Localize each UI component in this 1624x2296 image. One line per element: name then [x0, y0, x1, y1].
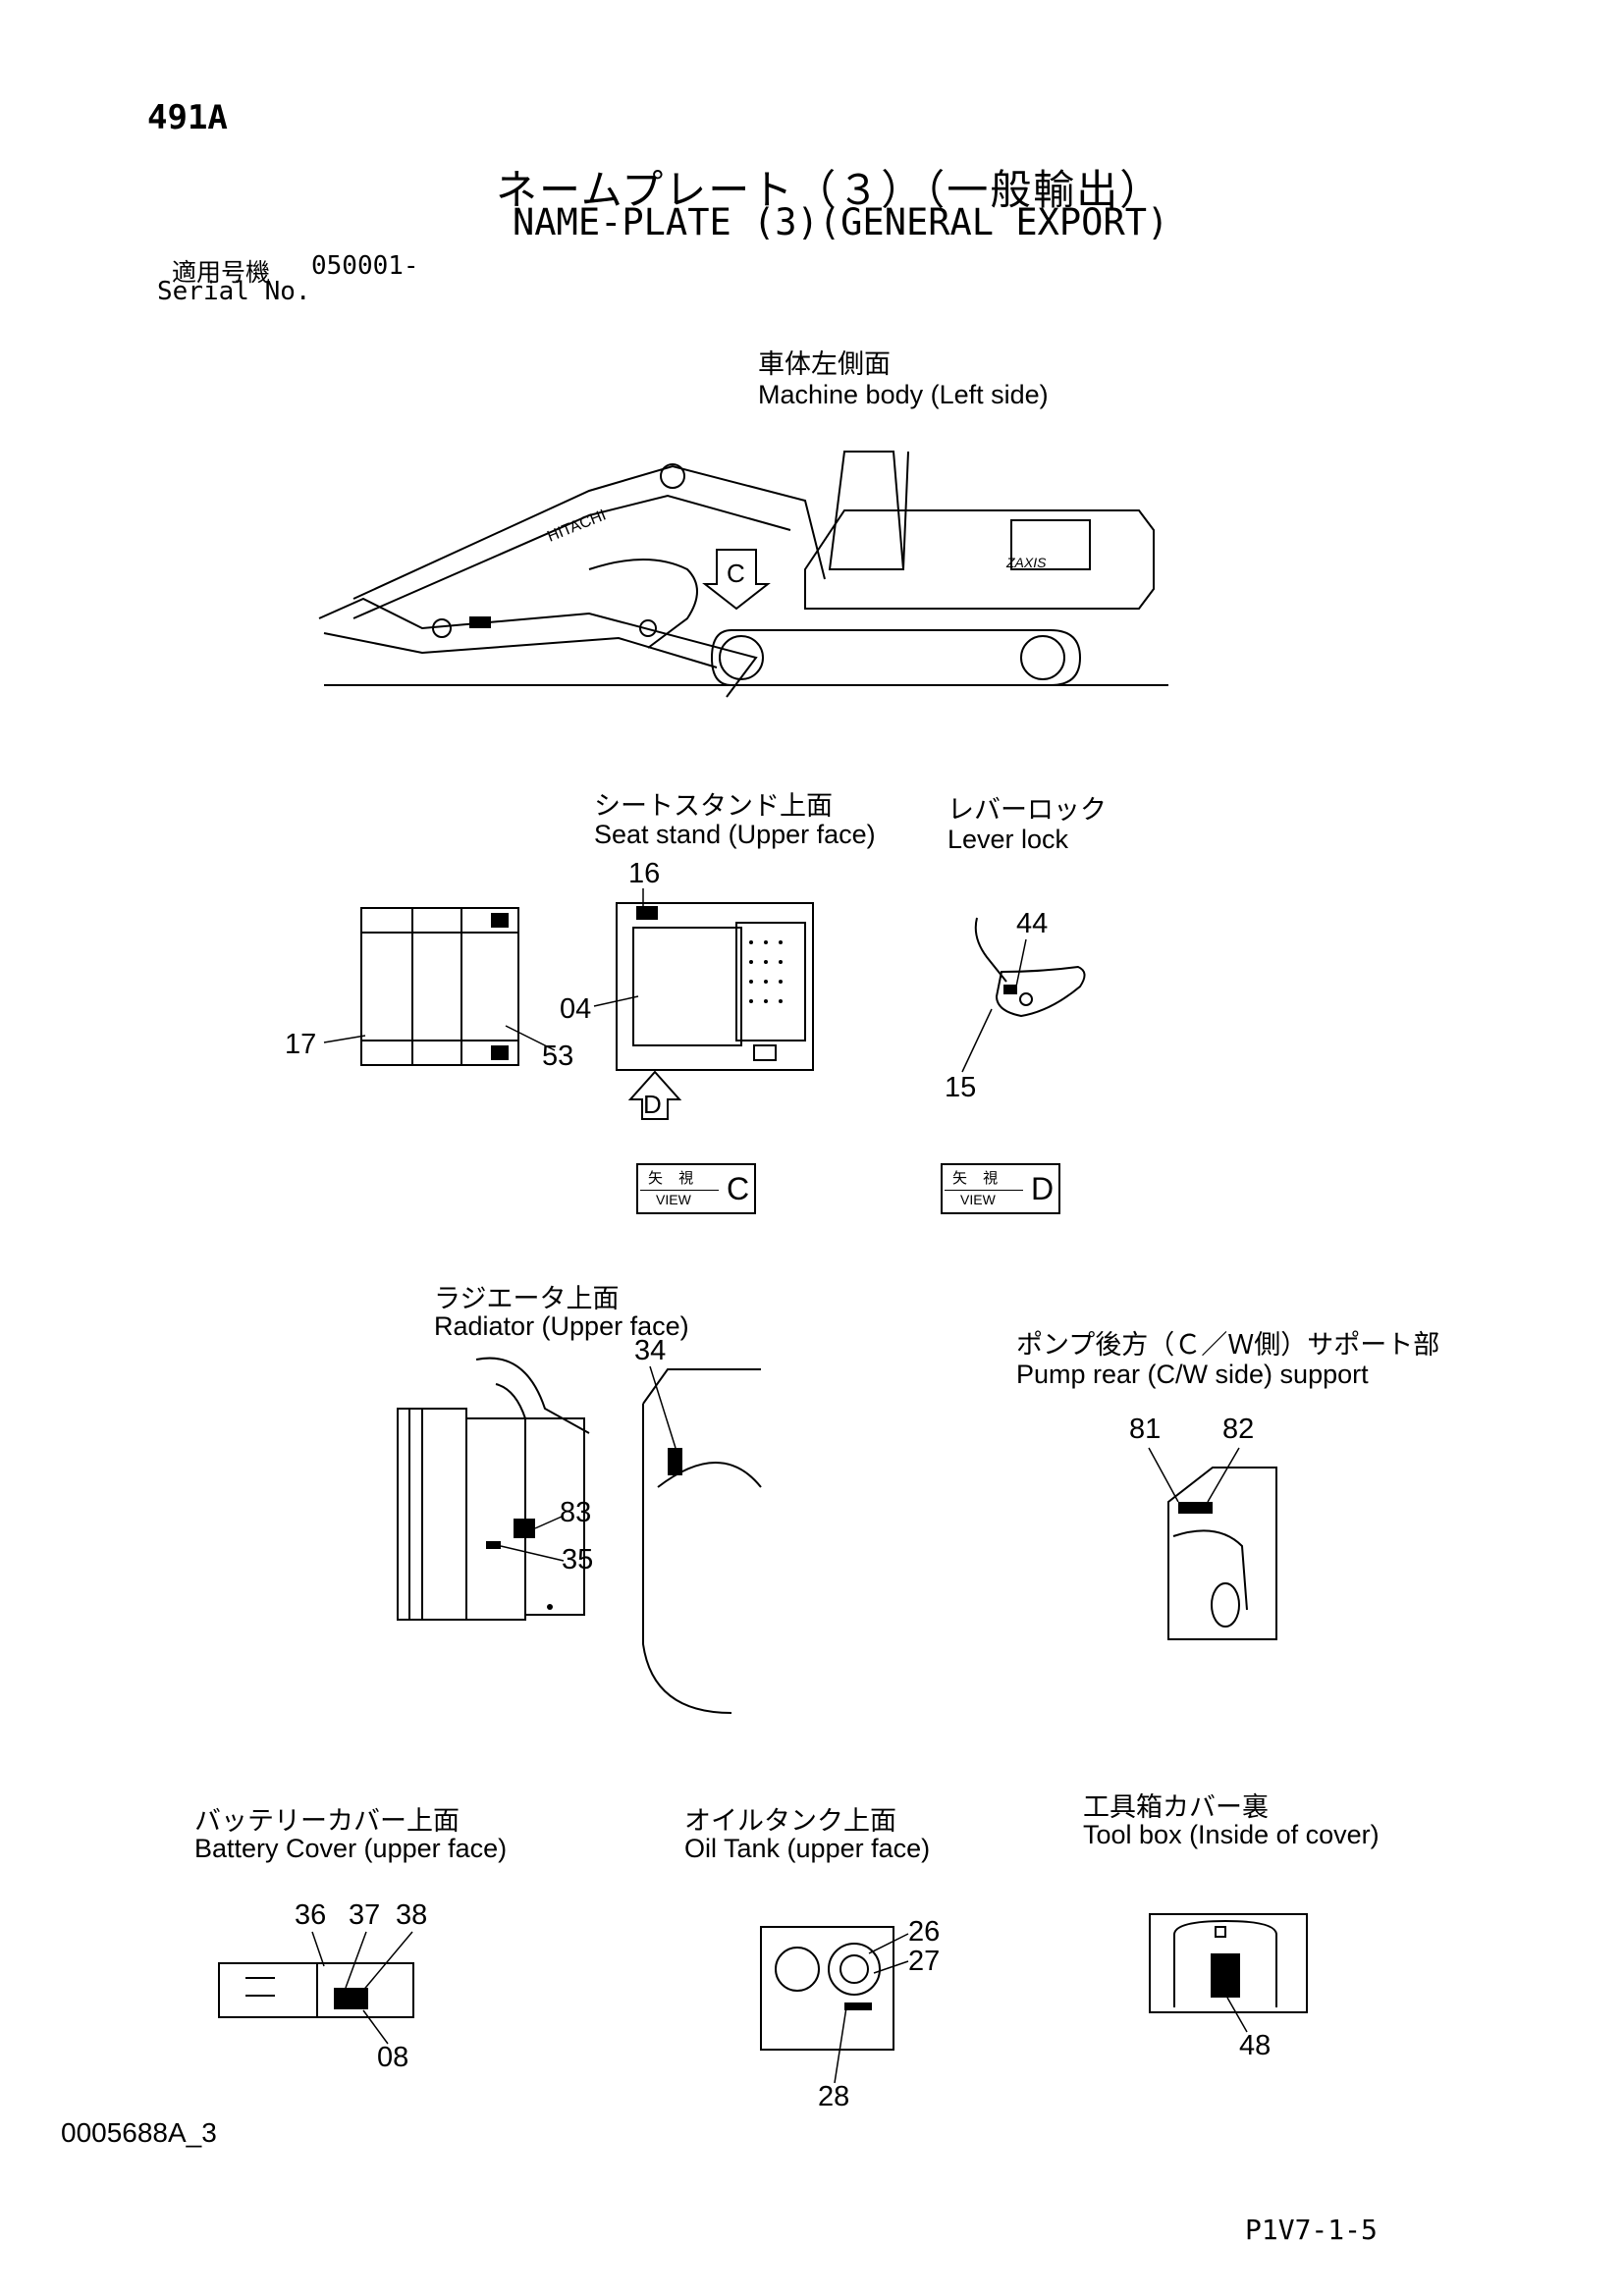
callout-83: 83 [560, 1497, 592, 1528]
seat-stand-top-drawing [609, 888, 815, 1075]
oil-tank-drawing [756, 1922, 898, 2055]
tool-box-title-en: Tool box (Inside of cover) [1083, 1820, 1380, 1849]
view-c-arrow-letter: C [727, 559, 745, 588]
page-title-jp: ネームプレート（３）（一般輸出） [496, 167, 1164, 213]
callout-08: 08 [377, 2042, 409, 2073]
view-c-en: VIEW [656, 1192, 691, 1207]
callout-35: 35 [562, 1544, 594, 1575]
callout-37: 37 [349, 1899, 381, 1931]
view-d-box: 矢 視 VIEW D [941, 1163, 1060, 1214]
machine-body-title-en: Machine body (Left side) [758, 380, 1049, 409]
callout-26: 26 [908, 1916, 941, 1948]
tool-box-title-jp: 工具箱カバー裏 [1083, 1792, 1269, 1822]
oil-tank-title-jp: オイルタンク上面 [684, 1806, 896, 1836]
callout-48: 48 [1239, 2030, 1272, 2061]
doc-number: 0005688A_3 [61, 2117, 217, 2148]
view-d-letter: D [1031, 1171, 1055, 1206]
page-title-en: NAME-PLATE (3)(GENERAL EXPORT) [513, 201, 1169, 243]
oil-tank-title-en: Oil Tank (upper face) [684, 1834, 931, 1863]
callout-28: 28 [818, 2081, 850, 2112]
battery-cover-title-jp: バッテリーカバー上面 [194, 1806, 460, 1836]
callout-44: 44 [1016, 908, 1049, 939]
page-ref: P1V7-1-5 [1245, 2214, 1378, 2246]
view-c-arrow-icon [705, 550, 768, 609]
view-c-letter: C [727, 1171, 750, 1206]
machine-body-title-jp: 車体左側面 [758, 349, 891, 379]
radiator-drawing [388, 1350, 781, 1713]
radiator-title-en: Radiator (Upper face) [434, 1311, 689, 1341]
callout-82: 82 [1222, 1414, 1255, 1445]
page-code: 491A [147, 98, 228, 137]
model-mark-label: ZAXIS [1005, 555, 1047, 570]
tool-box-drawing [1147, 1909, 1309, 2017]
battery-cover-title-en: Battery Cover (upper face) [194, 1834, 508, 1863]
callout-36: 36 [295, 1899, 327, 1931]
view-c-jp: 矢 視 [648, 1170, 700, 1187]
view-d-arrow-letter: D [643, 1090, 662, 1119]
callout-27: 27 [908, 1946, 941, 1977]
pump-rear-title-en: Pump rear (C/W side) support [1016, 1360, 1369, 1389]
seat-stand-side-drawing [353, 893, 525, 1080]
callout-17: 17 [285, 1029, 317, 1060]
callout-04: 04 [560, 993, 592, 1025]
callout-38: 38 [396, 1899, 428, 1931]
view-d-arrow-icon [628, 1070, 681, 1121]
callout-34: 34 [634, 1335, 667, 1366]
callout-15: 15 [945, 1072, 977, 1103]
serial-value: 050001- [311, 251, 419, 281]
lever-lock-title-jp: レバーロック [947, 795, 1107, 825]
excavator-drawing: HITACHI ZAXIS C [295, 422, 1178, 697]
callout-16: 16 [628, 858, 661, 889]
callout-53: 53 [542, 1041, 574, 1072]
lever-lock-drawing [962, 913, 1100, 1026]
seat-stand-title-jp: シートスタンド上面 [594, 791, 833, 821]
seat-stand-title-en: Seat stand (Upper face) [594, 820, 876, 849]
pump-rear-drawing [1159, 1463, 1286, 1644]
callout-81: 81 [1129, 1414, 1162, 1445]
view-c-box: 矢 視 VIEW C [636, 1163, 756, 1214]
pump-rear-title-jp: ポンプ後方（Ｃ／Ｗ側）サポート部 [1016, 1330, 1440, 1360]
view-d-jp: 矢 視 [952, 1170, 1004, 1187]
radiator-title-jp: ラジエータ上面 [434, 1284, 620, 1313]
lever-lock-title-en: Lever lock [947, 825, 1069, 854]
view-d-en: VIEW [960, 1192, 996, 1207]
serial-label-jp: 適用号機 [172, 259, 271, 287]
serial-label-en: Serial No. [157, 277, 311, 306]
battery-cover-drawing [216, 1958, 417, 2022]
